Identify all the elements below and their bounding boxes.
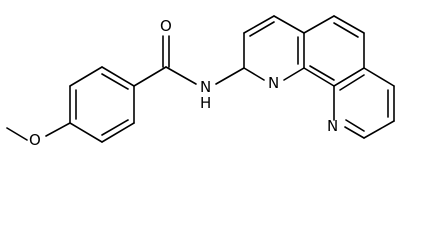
- structure-canvas: O O N H N N: [6, 15, 395, 149]
- benzene-bond-3-inner: [101, 73, 129, 90]
- central-bond-5: [303, 67, 335, 87]
- carbonyl-oxygen-label: O: [160, 17, 172, 35]
- pyridine-bond-2-inner: [249, 21, 275, 37]
- pyridine2-bond-5: [363, 67, 395, 87]
- amide-hydrogen-label: H: [200, 94, 211, 112]
- bond-aryl-carbonyl: [133, 66, 167, 87]
- central-bond-2: [333, 15, 365, 34]
- benzene-bond-5-inner: [101, 119, 129, 136]
- pyridine2-bond-6-inner: [339, 74, 365, 91]
- ring-nitrogen-lower-label: N: [327, 117, 338, 135]
- pyridine2-bond-3: [363, 120, 395, 139]
- benzene-bond-6: [69, 122, 103, 143]
- pyridine-bond-2: [243, 15, 275, 34]
- pyridine-bond-3: [273, 15, 305, 34]
- bond-carbonyl-n: [165, 66, 197, 85]
- benzene-bond-3: [101, 66, 135, 87]
- methoxy-oxygen-label: O: [29, 131, 41, 149]
- bond-n-ring: [215, 67, 245, 85]
- benzene-bond-2: [69, 66, 103, 87]
- bond-methyl-o: [6, 127, 28, 141]
- pyridine2-bond-2: [344, 126, 365, 139]
- central-bond-1: [303, 15, 335, 34]
- central-bond-2-inner: [333, 22, 359, 38]
- ring-nitrogen-upper-label: N: [268, 74, 279, 92]
- pyridine-bond-6: [243, 67, 265, 81]
- benzene-bond-5: [101, 122, 135, 143]
- amide-nitrogen-label: N: [200, 78, 211, 96]
- bond-o-aryl: [45, 122, 71, 137]
- pyridine2-bond-6: [333, 67, 365, 87]
- structure-svg: O O N H N N: [6, 15, 395, 149]
- pyridine2-bond-2-inner: [345, 119, 365, 132]
- pyridine-bond-5: [283, 67, 305, 81]
- central-bond-5-inner: [309, 65, 335, 81]
